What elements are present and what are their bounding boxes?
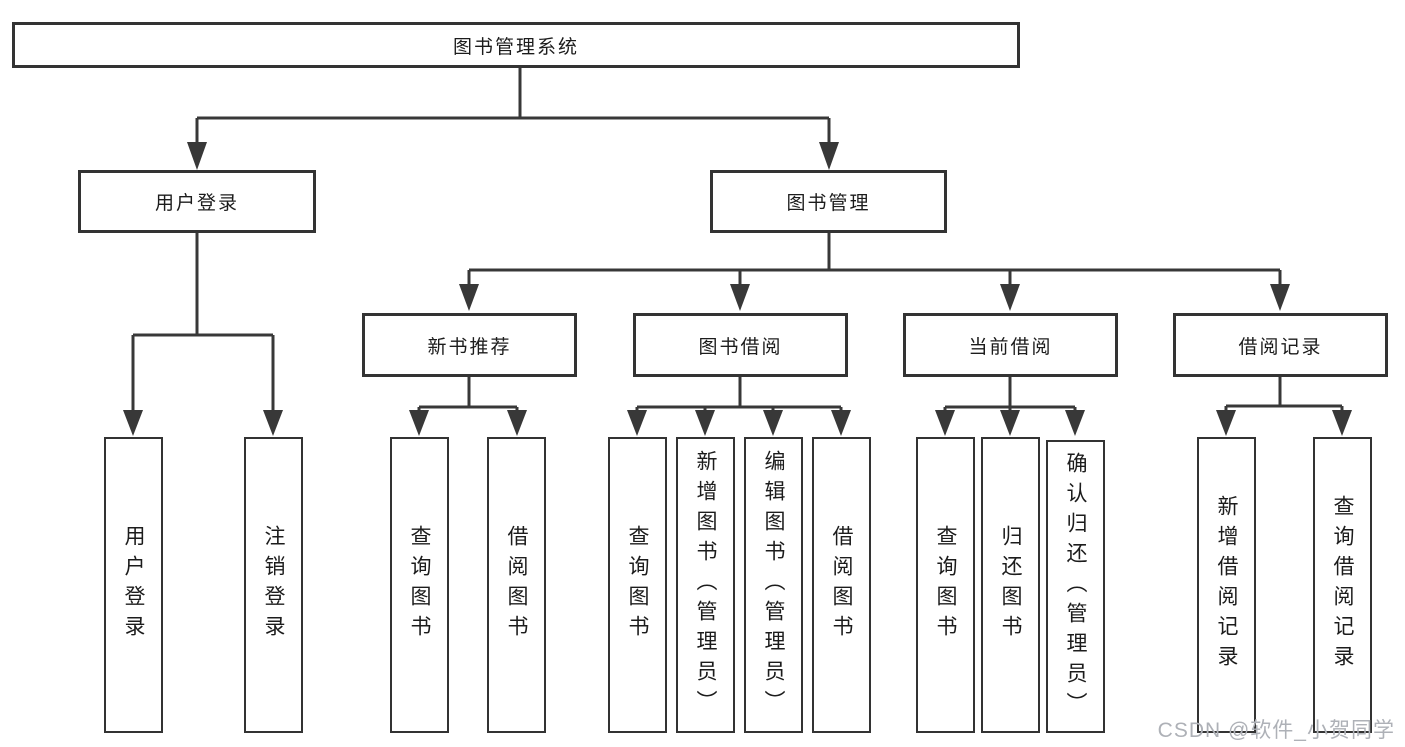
node-new-book-recommendation: 新书推荐	[362, 313, 577, 377]
leaf-recommend-query-books: 查询图书	[390, 437, 449, 733]
arrowhead	[935, 410, 955, 436]
leaf-current-confirm-return-admin: 确认归还（管理员）	[1046, 440, 1105, 733]
arrowhead	[1270, 284, 1290, 311]
leaf-current-return-books-label: 归还图书	[999, 525, 1022, 645]
arrowhead	[123, 410, 143, 436]
node-book-management: 图书管理	[710, 170, 947, 233]
leaf-current-query-books-label: 查询图书	[934, 525, 957, 645]
leaf-recommend-query-books-label: 查询图书	[408, 525, 431, 645]
arrowhead	[819, 142, 839, 170]
node-book-borrowing: 图书借阅	[633, 313, 848, 377]
arrowhead	[263, 410, 283, 436]
leaf-current-confirm-return-admin-label: 确认归还（管理员）	[1064, 451, 1087, 722]
leaf-current-return-books: 归还图书	[981, 437, 1040, 733]
arrowhead	[507, 410, 527, 436]
arrowhead	[1000, 410, 1020, 436]
arrowhead	[459, 284, 479, 311]
leaf-user-login-label: 用户登录	[122, 525, 145, 645]
leaf-logout-label: 注销登录	[262, 525, 285, 645]
arrowhead	[1065, 410, 1085, 436]
leaf-borrowing-query-books: 查询图书	[608, 437, 667, 733]
leaf-records-add-borrow-record-label: 新增借阅记录	[1215, 495, 1238, 675]
leaf-records-query-borrow-record: 查询借阅记录	[1313, 437, 1372, 733]
leaf-records-add-borrow-record: 新增借阅记录	[1197, 437, 1256, 733]
leaf-recommend-borrow-books-label: 借阅图书	[505, 525, 528, 645]
arrowhead	[627, 410, 647, 436]
leaf-current-query-books: 查询图书	[916, 437, 975, 733]
leaf-borrowing-edit-books-admin-label: 编辑图书（管理员）	[762, 450, 785, 720]
arrowhead	[763, 410, 783, 436]
leaf-borrowing-query-books-label: 查询图书	[626, 525, 649, 645]
leaf-borrowing-borrow-books: 借阅图书	[812, 437, 871, 733]
arrowhead	[1332, 410, 1352, 436]
arrowhead	[1000, 284, 1020, 311]
node-borrowing-records: 借阅记录	[1173, 313, 1388, 377]
leaf-borrowing-add-books-admin-label: 新增图书（管理员）	[694, 450, 717, 720]
leaf-user-login: 用户登录	[104, 437, 163, 733]
arrowhead	[409, 410, 429, 436]
watermark: CSDN @软件_小贺同学	[1157, 719, 1395, 742]
leaf-borrowing-edit-books-admin: 编辑图书（管理员）	[744, 437, 803, 733]
leaf-recommend-borrow-books: 借阅图书	[487, 437, 546, 733]
leaf-borrowing-add-books-admin: 新增图书（管理员）	[676, 437, 735, 733]
leaf-records-query-borrow-record-label: 查询借阅记录	[1331, 495, 1354, 675]
arrowhead	[730, 284, 750, 311]
leaf-logout: 注销登录	[244, 437, 303, 733]
node-current-borrowing: 当前借阅	[903, 313, 1118, 377]
arrowhead	[695, 410, 715, 436]
arrowhead	[831, 410, 851, 436]
arrowhead	[187, 142, 207, 170]
leaf-borrowing-borrow-books-label: 借阅图书	[830, 525, 853, 645]
node-user-login: 用户登录	[78, 170, 316, 233]
node-library-management-system: 图书管理系统	[12, 22, 1020, 68]
arrowhead	[1216, 410, 1236, 436]
